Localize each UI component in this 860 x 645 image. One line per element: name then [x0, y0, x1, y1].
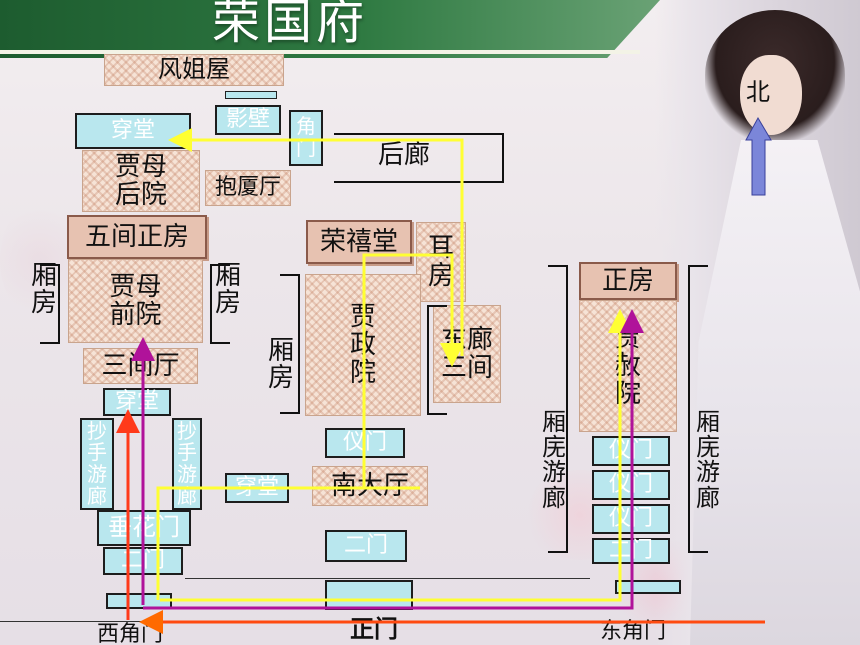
room-label: 正房: [601, 265, 654, 296]
compass-north-label: 北: [746, 78, 770, 106]
room-jiaomen: 角门: [289, 110, 323, 166]
room-label: 抄手游廊: [87, 418, 107, 508]
blossom-decoration: [0, 200, 80, 320]
courtyard-line: [185, 578, 590, 579]
room-label: 角门: [296, 114, 316, 160]
room-rongxitang: 荣禧堂: [306, 220, 412, 264]
route-yellow: [156, 128, 632, 602]
room-houlang: 后廊: [378, 140, 431, 170]
room-label: 贾母后院: [114, 151, 167, 210]
room-zhengfang-east: 正房: [579, 262, 677, 300]
room-label: 穿堂: [110, 118, 155, 144]
room-label: 厢房: [214, 261, 241, 319]
yingbi-bar: [225, 91, 277, 99]
donglang-bracket: [427, 305, 447, 415]
room-label: 厢房: [267, 336, 294, 394]
xiangwu-bracket-east: [688, 265, 708, 553]
portrait-face: [740, 55, 802, 135]
room-label: 贾母前院: [109, 271, 162, 330]
room-label: 影壁: [225, 107, 270, 133]
room-label: 南大厅: [330, 470, 409, 501]
room-chaoshou-youlang-west: 抄手游廊: [80, 418, 114, 510]
main-gate-label: 正门: [350, 614, 398, 643]
room-label: 厢庑游廊: [542, 408, 566, 512]
room-xiangwu-west: 厢庑游廊: [536, 408, 572, 512]
room-label: 风姐屋: [158, 55, 230, 84]
room-label: 厢房: [30, 261, 57, 319]
houlang-bracket: [334, 133, 504, 183]
room-jiamu-houyuan: 贾母后院: [82, 150, 200, 212]
compass-arrow: [745, 116, 772, 196]
room-chuantang-mid: 穿堂: [103, 388, 171, 416]
room-label: 东廊三间: [440, 324, 493, 383]
room-xiangwu-east: 厢庑游廊: [690, 408, 726, 512]
title-underline: [0, 50, 640, 54]
route-magenta: [131, 309, 644, 610]
room-xiangfang-west: 厢房: [28, 261, 60, 319]
room-yingbi: 影壁: [215, 105, 281, 135]
room-label: 厢庑游廊: [696, 408, 720, 512]
room-label: 二门: [343, 533, 388, 559]
room-label: 五间正房: [84, 221, 189, 252]
room-erfang: 耳房: [416, 222, 466, 302]
title-banner: [0, 0, 660, 58]
xiangfang-bracket-mid: [280, 274, 300, 414]
room-label: 耳房: [427, 232, 454, 291]
room-xiangfang-east: 厢房: [212, 261, 244, 319]
xiangfang-bracket-west: [40, 264, 60, 344]
room-label: 抱厦厅: [214, 175, 281, 201]
room-wujian-zhengfang: 五间正房: [67, 215, 207, 259]
room-fengjie: 风姐屋: [104, 54, 284, 86]
room-nandating: 南大厅: [312, 466, 428, 506]
room-label: 穿堂: [114, 389, 159, 415]
room-jiamu-qianyuan: 贾母前院: [68, 259, 203, 343]
room-baoshating: 抱厦厅: [205, 170, 291, 206]
page-title: 荣国府: [212, 0, 369, 50]
xiangwu-bracket-west: [548, 265, 568, 553]
room-ermen-mid: 二门: [325, 530, 407, 562]
room-xiangfang-mid: 厢房: [264, 336, 298, 394]
room-chaoshou-youlang-east: 抄手游廊: [172, 418, 202, 510]
east-corner-gate-label: 东角门: [600, 619, 667, 644]
xiangfang-bracket-east: [210, 264, 230, 344]
room-label: 抄手游廊: [177, 418, 197, 508]
room-label: 荣禧堂: [319, 226, 398, 257]
